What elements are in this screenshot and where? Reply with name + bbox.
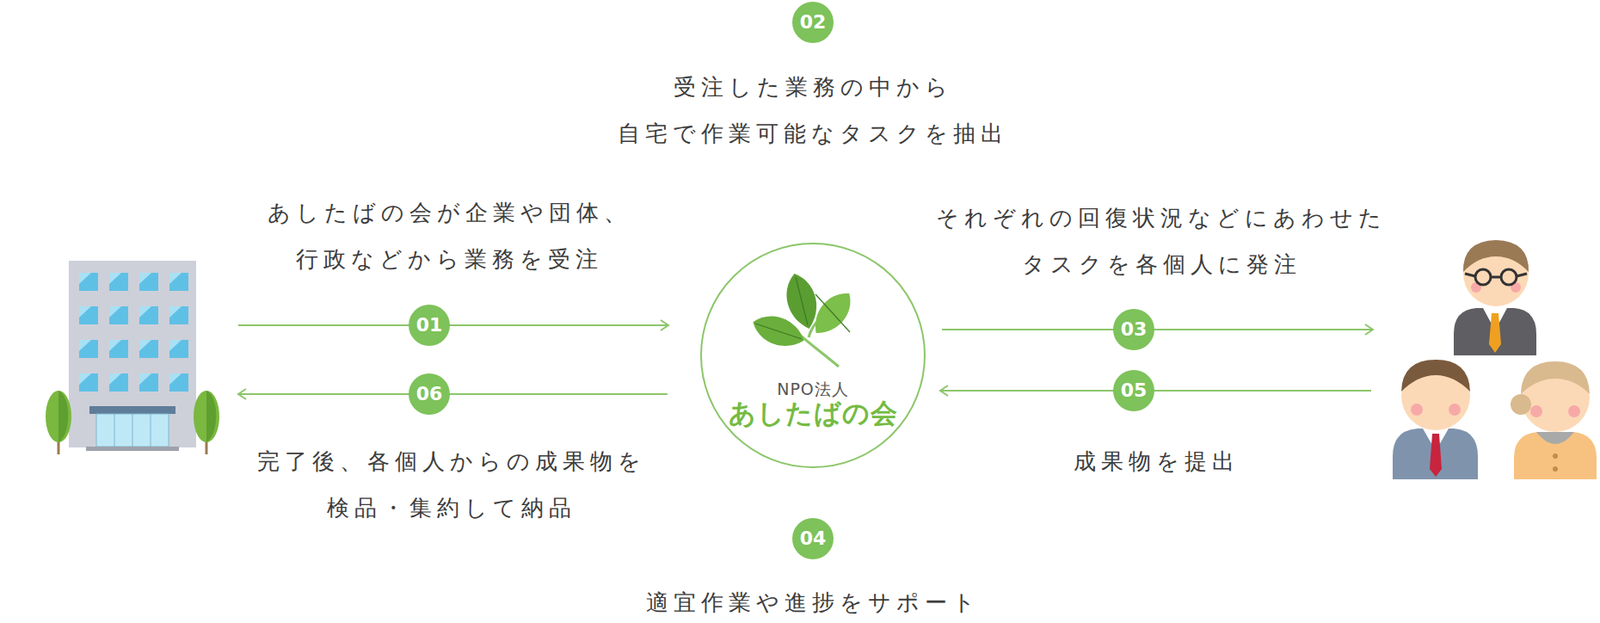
callout-number: 03 bbox=[1113, 308, 1155, 351]
step-description: 受注した業務の中から 自宅で作業可能なタスクを抽出 bbox=[606, 63, 1020, 157]
callout-number: 06 bbox=[408, 373, 450, 415]
callout-number: 05 bbox=[1113, 369, 1155, 412]
callout-number: 02 bbox=[792, 1, 834, 44]
organization-circle: NPO法人あしたばの会 bbox=[700, 242, 926, 468]
company-building bbox=[45, 260, 220, 455]
callout-number: 04 bbox=[792, 517, 834, 560]
callout-number: 01 bbox=[408, 304, 450, 346]
leaf-logo bbox=[748, 270, 860, 367]
workers-illustration bbox=[1392, 240, 1597, 480]
step-description: 適宜作業や進捗をサポート bbox=[646, 578, 981, 623]
step-description: 完了後、各個人からの成果物を 検品・集約して納品 bbox=[245, 437, 659, 531]
step-description: それぞれの回復状況などにあわせた タスクを各個人に発注 bbox=[927, 194, 1396, 288]
step-description: 成果物を提出 bbox=[1073, 437, 1240, 485]
organization-name: あしたばの会 bbox=[701, 395, 924, 432]
step-description: あしたばの会が企業や団体、 行政などから業務を受注 bbox=[242, 189, 656, 283]
